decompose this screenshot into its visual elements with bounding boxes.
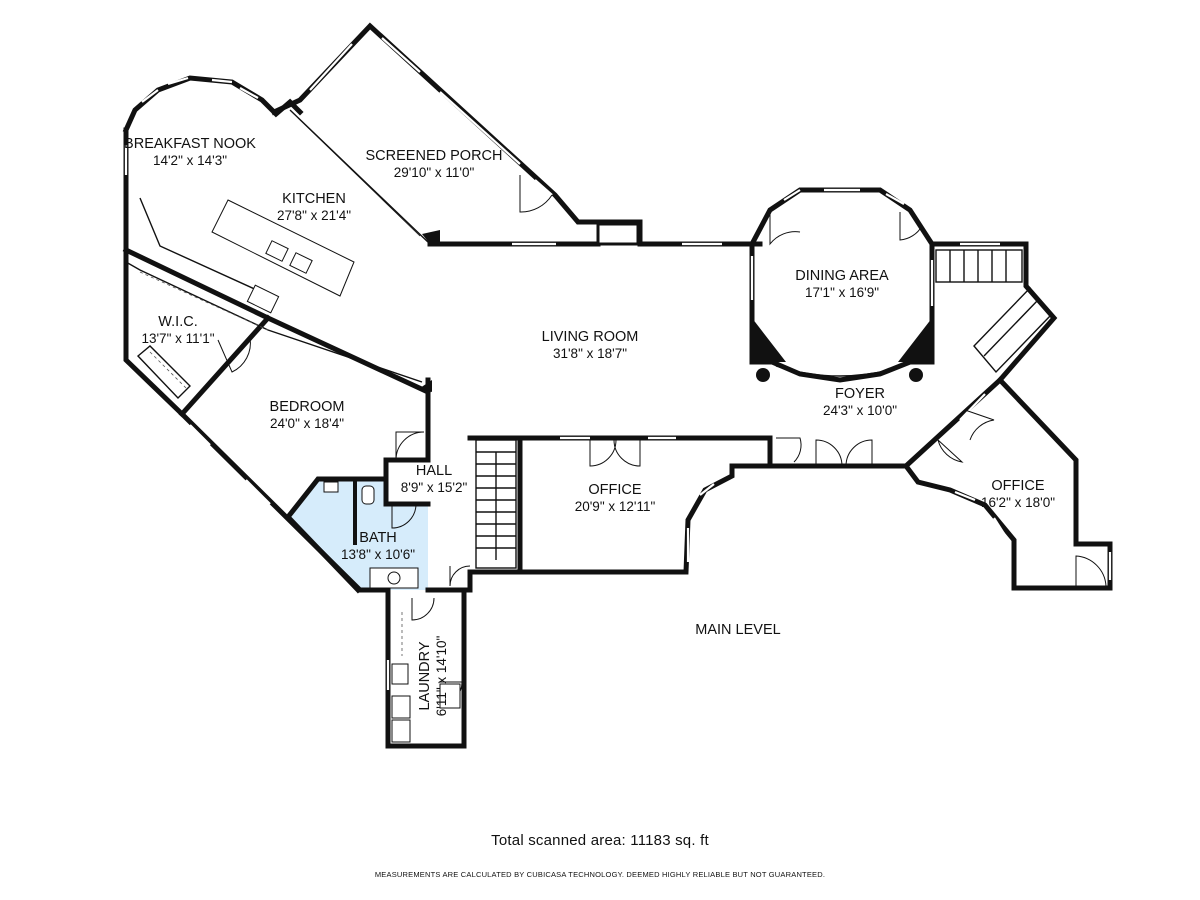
label-bath: BATH (359, 530, 397, 546)
label-breakfast-nook: BREAKFAST NOOK (124, 136, 256, 152)
dims-office-right: 16'2" x 18'0" (981, 495, 1055, 510)
label-office-right: OFFICE (991, 478, 1044, 494)
kitchen-counter-west (139, 197, 271, 297)
bath-fixtures (323, 481, 419, 589)
doors (217, 175, 1107, 705)
porch-corner (422, 230, 440, 244)
dining-post-right (909, 368, 923, 382)
total-area: Total scanned area: 11183 sq. ft (491, 832, 709, 849)
label-dining-area: DINING AREA (795, 268, 889, 284)
kitchen-fixtures (125, 197, 423, 383)
label-laundry: LAUNDRY (417, 641, 433, 710)
wall-office-center (517, 435, 773, 575)
dims-breakfast-nook: 14'2" x 14'3" (153, 153, 227, 168)
wall-hall-bath (383, 457, 431, 507)
laundry-sink (391, 663, 409, 685)
cooktop (246, 284, 280, 314)
porch-slider (297, 117, 421, 237)
dims-screened-porch: 29'10" x 11'0" (394, 165, 475, 180)
label-kitchen: KITCHEN (282, 191, 346, 207)
wall-nook-bay (122, 75, 304, 134)
dryer (391, 719, 411, 743)
bath-fill (288, 479, 428, 590)
stairs-center (475, 439, 517, 569)
dims-foyer: 24'3" x 10'0" (823, 403, 897, 418)
label-living-room: LIVING ROOM (542, 329, 639, 345)
dining-column-left (752, 318, 786, 362)
wic-shelves (136, 345, 191, 400)
dims-kitchen: 27'8" x 21'4" (277, 208, 351, 223)
dims-hall: 8'9" x 15'2" (401, 480, 468, 495)
stairs-ne (935, 249, 1051, 374)
shower (323, 481, 339, 493)
label-wic: W.I.C. (158, 314, 197, 330)
fireplace (596, 222, 640, 246)
dims-dining-area: 17'1" x 16'9" (805, 285, 879, 300)
windows (124, 37, 1112, 690)
laundry-counter (439, 683, 461, 709)
kitchen-counter-south (125, 261, 423, 383)
laundry-fixtures (391, 612, 461, 743)
bath-sink (387, 571, 401, 585)
dims-bedroom: 24'0" x 18'4" (270, 416, 344, 431)
label-office-center: OFFICE (588, 482, 641, 498)
kitchen-wall-end (420, 380, 432, 392)
wall-office-right (902, 376, 1113, 591)
label-bedroom: BEDROOM (270, 399, 345, 415)
dims-wic: 13'7" x 11'1" (141, 331, 214, 346)
wall-bath (284, 476, 389, 594)
dining-column-right (898, 318, 932, 362)
disclaimer: MEASUREMENTS ARE CALCULATED BY CUBICASA … (374, 870, 826, 879)
dining-step (775, 365, 905, 377)
toilet (361, 485, 375, 505)
washer (391, 695, 411, 719)
kitchen-sink-2 (289, 252, 313, 274)
label-foyer: FOYER (835, 386, 885, 402)
label-screened-porch: SCREENED PORCH (366, 148, 503, 164)
label-hall: HALL (416, 463, 452, 479)
kitchen-sink (265, 240, 289, 262)
level-label: MAIN LEVEL (695, 622, 780, 638)
wall-wic-bedroom (178, 314, 272, 418)
dims-office-center: 20'9" x 12'11" (575, 499, 656, 514)
dims-bath: 13'8" x 10'6" (341, 547, 415, 562)
wall-hall-west (383, 377, 431, 463)
dims-laundry: 6'11" x 14'10" (434, 636, 449, 717)
dims-living-room: 31'8" x 18'7" (553, 346, 627, 361)
dining-post-left (756, 368, 770, 382)
wall-hall-south (425, 569, 523, 593)
